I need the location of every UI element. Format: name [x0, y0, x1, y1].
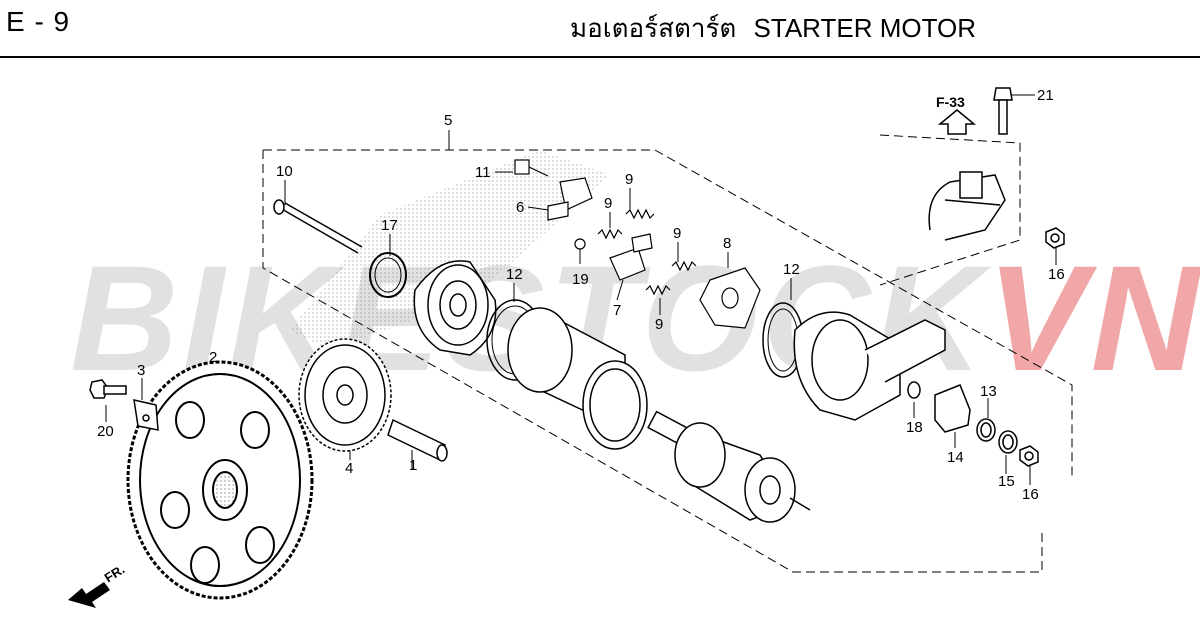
motor-yoke: [507, 307, 648, 450]
rear-cover: [793, 311, 946, 421]
armature: [647, 410, 811, 523]
callout-9-d: 9: [655, 316, 664, 333]
callout-16-a: 16: [1048, 266, 1065, 283]
callout-7: 7: [613, 302, 622, 319]
callout-12-a: 12: [506, 266, 523, 283]
title-english: STARTER MOTOR: [753, 13, 977, 43]
part-17-oring: [369, 252, 407, 298]
reference-label[interactable]: F-33: [936, 94, 965, 110]
page-code: E - 9: [6, 6, 71, 37]
callout-15: 15: [998, 473, 1015, 490]
callout-10: 10: [276, 163, 293, 180]
page-header: E - 9 มอเตอร์สตาร์ต STARTER MOTOR: [0, 0, 1200, 58]
callout-9-a: 9: [625, 171, 634, 188]
callout-16-b: 16: [1022, 486, 1039, 503]
small-rings: [907, 381, 1018, 454]
callout-8: 8: [723, 235, 732, 252]
callout-6: 6: [516, 199, 525, 216]
front-cover: [413, 260, 497, 356]
callout-17: 17: [381, 217, 398, 234]
callout-9-b: 9: [604, 195, 613, 212]
callout-3: 3: [137, 362, 146, 379]
header-divider: [0, 56, 1200, 58]
callout-11: 11: [475, 164, 491, 181]
part-16-nuts: [1019, 227, 1065, 467]
callout-21: 21: [1037, 87, 1054, 104]
callout-9-c: 9: [673, 225, 682, 242]
springs: [597, 208, 697, 296]
callout-14: 14: [947, 449, 964, 466]
callout-1: 1: [409, 457, 418, 474]
part-4-gear: [298, 338, 392, 452]
brush-parts: [514, 159, 761, 329]
callout-4: 4: [345, 460, 354, 477]
part-1-shaft: [387, 418, 448, 462]
part-2-flywheel-gear: [126, 360, 314, 600]
part-10-bolt: [273, 199, 363, 254]
title-thai: มอเตอร์สตาร์ต: [570, 13, 737, 43]
part-21-bolt: [993, 87, 1013, 135]
page-title: มอเตอร์สตาร์ต STARTER MOTOR: [570, 8, 976, 49]
callout-18: 18: [906, 419, 923, 436]
callout-19: 19: [572, 271, 589, 288]
leader-lines: [105, 94, 1057, 485]
callout-12-b: 12: [783, 261, 800, 278]
callout-2: 2: [209, 349, 218, 366]
callout-20: 20: [97, 423, 114, 440]
callout-13: 13: [980, 383, 997, 400]
fr-arrow: [68, 582, 110, 608]
wire-harness: [928, 171, 1006, 241]
assembly-outline: [262, 134, 1073, 573]
small-hardware: [89, 379, 159, 431]
ref-arrow: [937, 109, 977, 135]
callout-5: 5: [444, 112, 453, 129]
shading: [290, 150, 610, 350]
